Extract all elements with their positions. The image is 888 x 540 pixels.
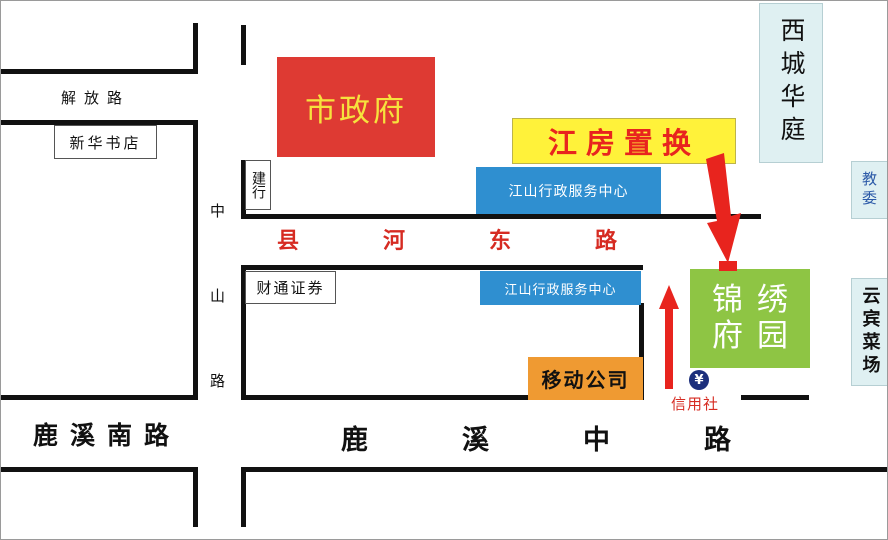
service-center-bottom: 江山行政服务中心 [480, 271, 641, 305]
road-edge [241, 214, 761, 219]
jinxiu-fuyuan-label: 锦 绣 府 园 [712, 281, 788, 354]
jiangfang-banner: 江房置换 [512, 118, 736, 164]
road-label-jiefang: 解放路 [61, 89, 131, 107]
mobile-company-label: 移动公司 [541, 368, 630, 392]
road-edge [639, 303, 644, 400]
credit-union-label: 信用社 [671, 395, 720, 413]
city-government-block: 市政府 [277, 57, 435, 157]
road-edge [241, 160, 246, 218]
jinxiu-char: 绣 [757, 281, 788, 318]
red-up-arrow-icon [659, 285, 679, 389]
road-edge [193, 467, 198, 527]
jinxiu-fuyuan-block: 锦 绣 府 园 [690, 269, 810, 368]
road-edge [241, 467, 887, 472]
yen-coin-icon: ¥ [689, 370, 709, 390]
road-edge [241, 265, 643, 270]
jiaowei-label: 教委 [860, 171, 878, 209]
road-edge [241, 25, 246, 65]
road-label-xianhe: 县河东路 [277, 229, 702, 254]
xicheng-huating-block: 西城华庭 [759, 3, 823, 163]
road-edge [193, 120, 198, 400]
road-label-luxi-south: 鹿溪南路 [33, 421, 182, 450]
mobile-company-block: 移动公司 [528, 357, 643, 400]
road-label-luxi-middle: 鹿溪中路 [341, 425, 825, 456]
road-label-zhongshan: 中山路 [208, 203, 226, 458]
city-government-label: 市政府 [305, 92, 407, 129]
road-edge [193, 23, 198, 74]
caitong-securities-block: 财通证券 [245, 271, 336, 304]
ccb-bank-block: 建行 [245, 160, 271, 210]
jinxiu-char: 园 [757, 317, 788, 354]
road-edge [241, 265, 246, 400]
road-edge [741, 395, 809, 400]
yunbin-market-label: 云宾菜场 [859, 286, 881, 378]
jinxiu-char: 府 [712, 317, 743, 354]
road-edge [241, 395, 531, 400]
road-edge [1, 467, 198, 472]
road-edge [1, 120, 198, 125]
xinhua-bookstore-block: 新华书店 [54, 125, 157, 159]
road-edge [1, 69, 198, 74]
caitong-securities-label: 财通证券 [256, 279, 325, 297]
road-edge [241, 467, 246, 527]
road-edge [1, 395, 198, 400]
yunbin-market-block: 云宾菜场 [851, 278, 887, 386]
service-center-top-label: 江山行政服务中心 [508, 183, 629, 200]
jinxiu-char: 锦 [712, 281, 743, 318]
jiangfang-label: 江房置换 [547, 126, 700, 160]
marker-square [719, 261, 737, 271]
service-center-bottom-label: 江山行政服务中心 [504, 282, 617, 298]
service-center-top: 江山行政服务中心 [476, 167, 661, 214]
xinhua-bookstore-label: 新华书店 [69, 133, 142, 152]
red-arrow-icon [706, 153, 741, 263]
xicheng-huating-label: 西城华庭 [777, 17, 806, 149]
ccb-bank-label: 建行 [250, 171, 266, 199]
jiaowei-block: 教委 [851, 161, 887, 219]
